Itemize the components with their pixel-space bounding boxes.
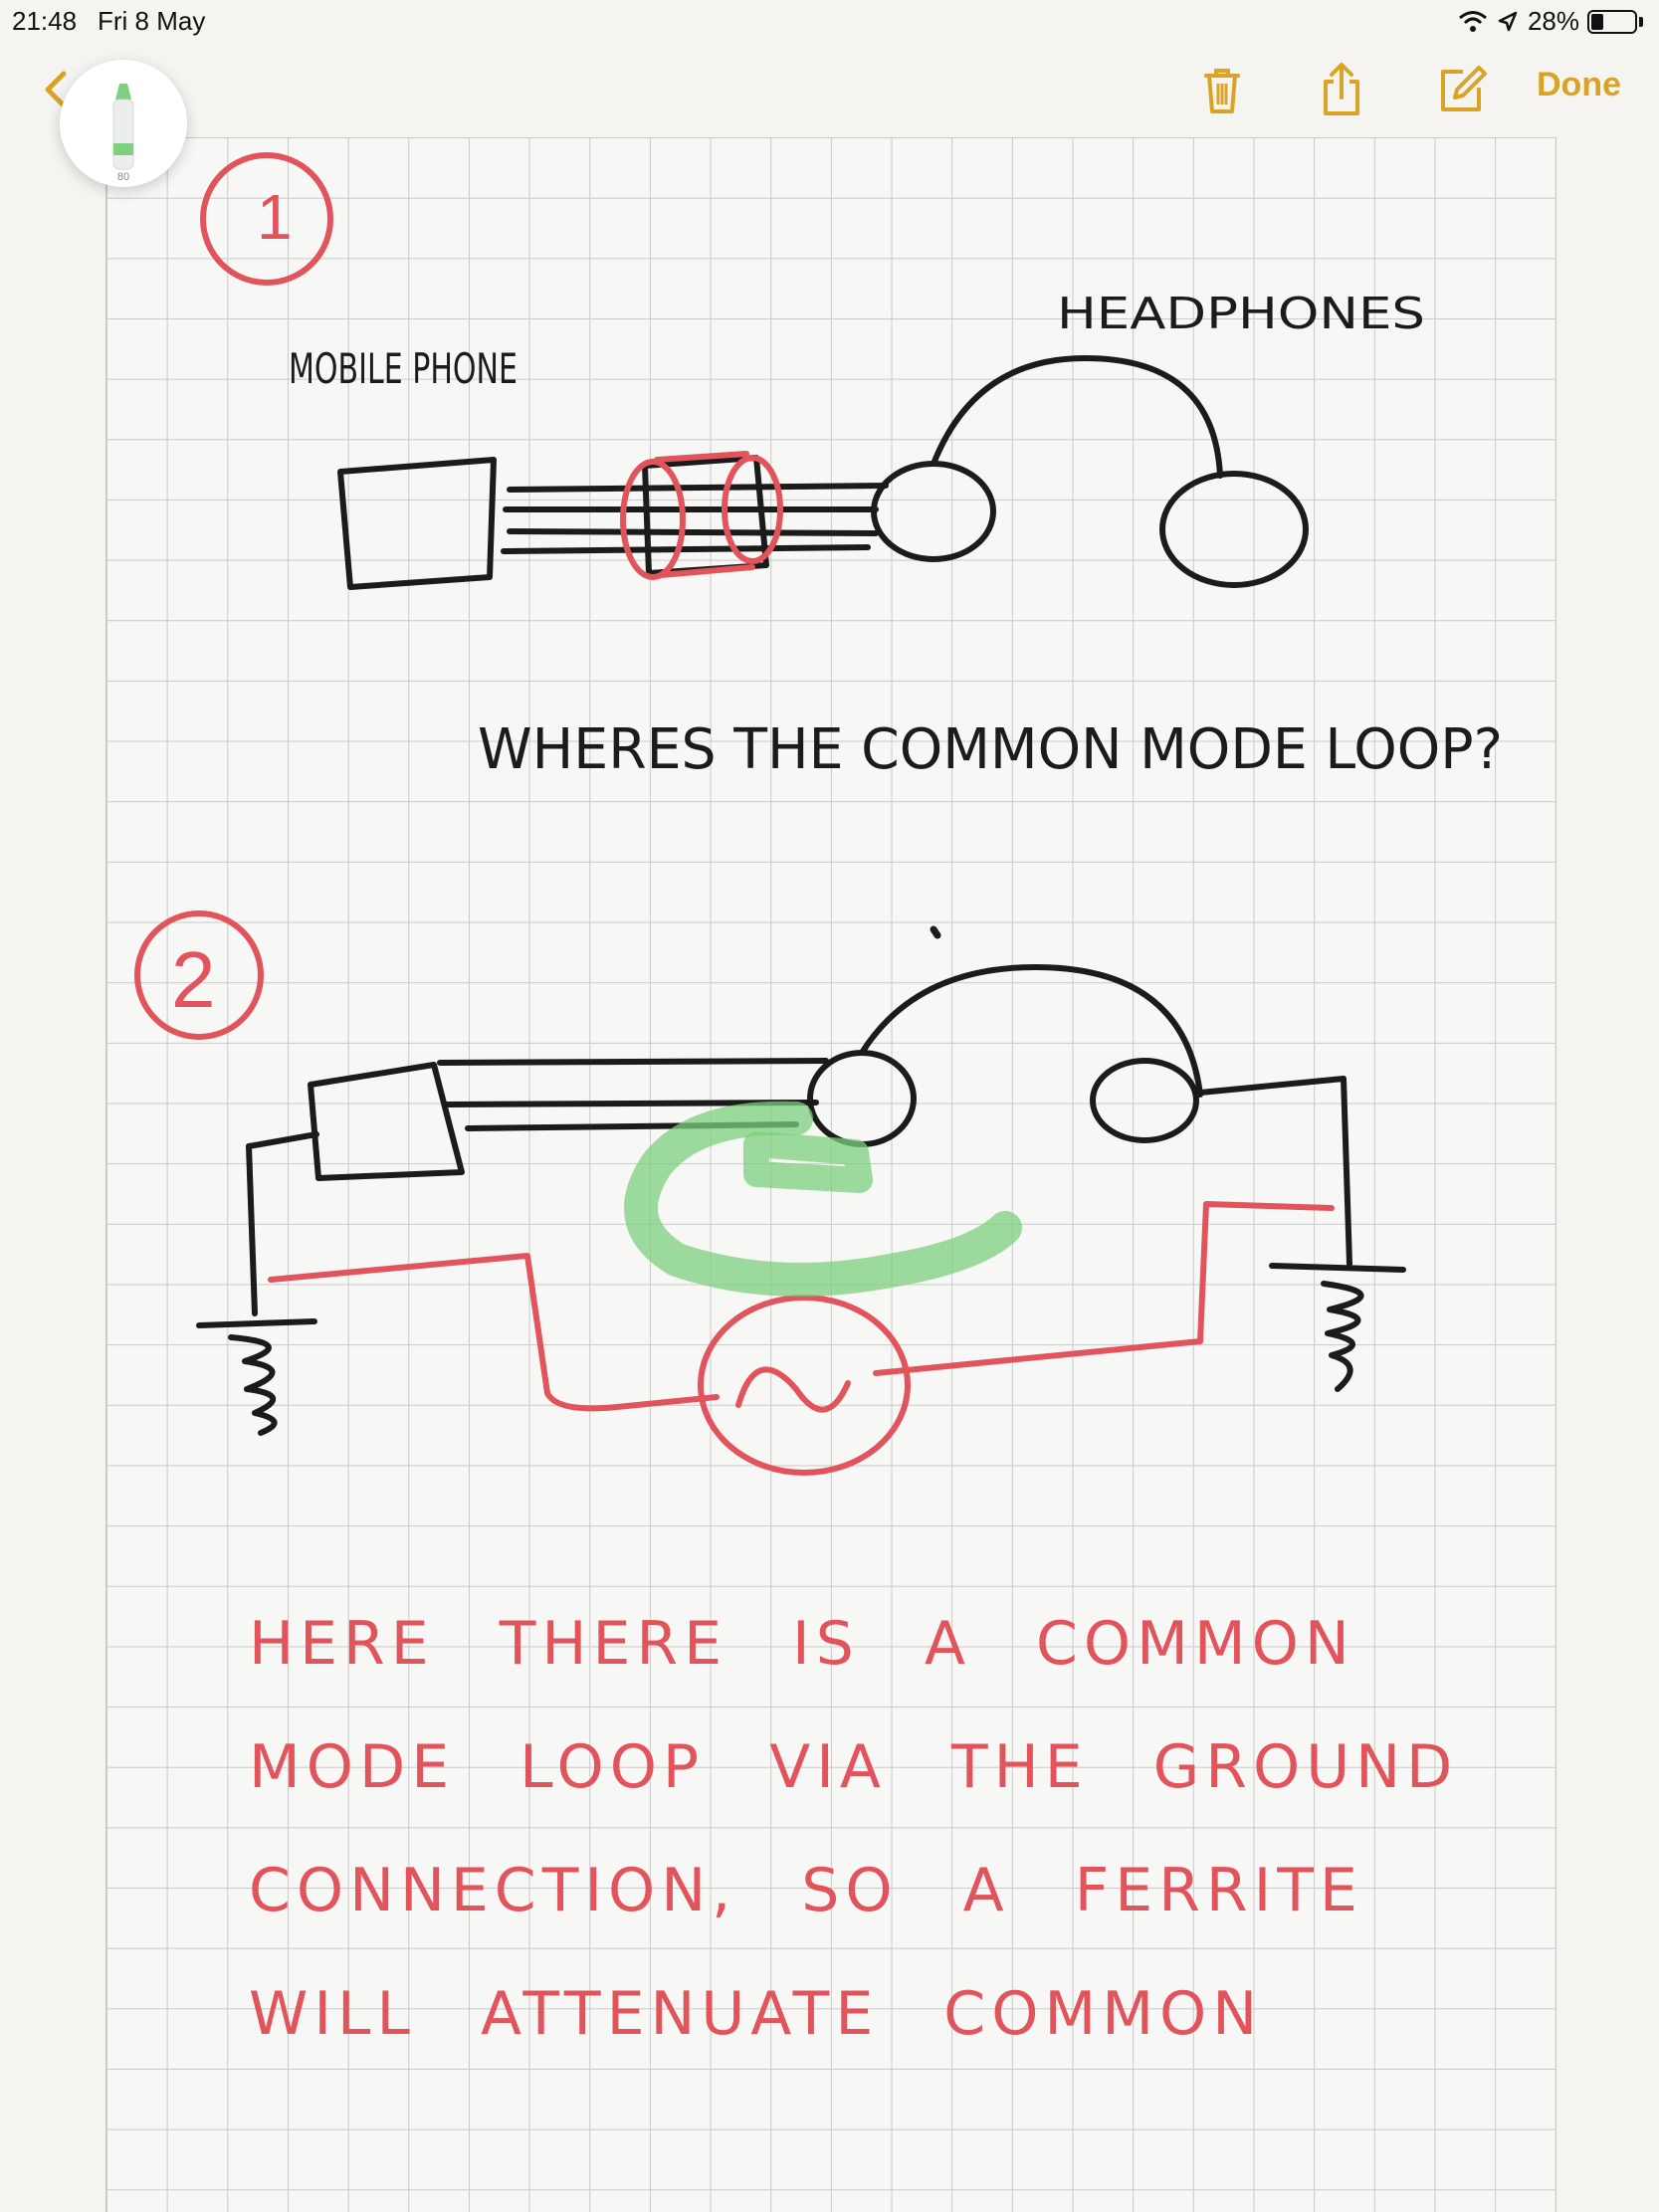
explanation-note: HERE THERE IS A COMMON MODE LOOP VIA THE… <box>249 1609 1459 2049</box>
green-highlight <box>624 1101 1022 1297</box>
explanation-note-container: HERE THERE IS A COMMON MODE LOOP VIA THE… <box>249 1609 1459 2049</box>
question-text: WHERES THE COMMON MODE LOOP? <box>478 717 1503 782</box>
battery-percentage: 28% <box>1527 6 1579 36</box>
status-bar: 21:48 Fri 8 May 28% <box>0 0 1659 40</box>
ac-source <box>698 1295 911 1476</box>
phone-body-2 <box>308 1062 465 1181</box>
headband-1 <box>931 355 1223 479</box>
delete-button[interactable] <box>1194 62 1250 117</box>
headphones-label: HEADPHONES <box>1057 289 1425 339</box>
common-mode-loop <box>268 1201 1335 1476</box>
step-1-marker: 1 <box>200 152 333 286</box>
loop-wire-left <box>268 1253 720 1412</box>
cable-1a <box>507 483 889 493</box>
wifi-icon <box>1458 10 1487 32</box>
question-mark-dot <box>930 925 941 939</box>
step-2-marker: 2 <box>134 910 264 1040</box>
done-button[interactable]: Done <box>1537 66 1621 103</box>
ear-cup-right-2 <box>1090 1058 1199 1143</box>
ear-cup-left-2 <box>807 1050 917 1147</box>
compose-icon <box>1441 66 1487 111</box>
ground-symbol-right <box>1269 1263 1406 1392</box>
status-time: 21:48 <box>12 6 78 36</box>
battery-icon <box>1587 9 1637 34</box>
ferrite-body <box>642 455 769 576</box>
note-toolbar: al Done <box>0 50 1659 129</box>
step-2-number: 2 <box>171 935 216 1024</box>
share-icon <box>1324 63 1359 115</box>
pencil-width-label: 80 <box>116 171 130 183</box>
cable-1c <box>507 528 879 536</box>
share-button[interactable] <box>1314 62 1369 117</box>
status-indicators: 28% <box>1458 6 1643 37</box>
marker-tool-icon <box>112 84 134 170</box>
headband-2 <box>859 964 1203 1098</box>
phone-body-1 <box>337 457 497 590</box>
cable-2a <box>437 1058 829 1066</box>
pencil-tool-palette[interactable]: 80 <box>60 60 187 187</box>
compose-button[interactable] <box>1433 62 1489 117</box>
location-arrow-icon <box>1498 11 1518 31</box>
cable-1d <box>501 544 871 554</box>
diagram-2 <box>196 964 1406 1436</box>
battery-fill <box>1591 13 1603 30</box>
ground-symbol-left <box>196 1318 317 1436</box>
status-date: Fri 8 May <box>98 6 206 36</box>
diagram-1 <box>337 355 1309 590</box>
ferrite-core-1 <box>620 451 783 580</box>
loop-wire-right <box>873 1201 1335 1376</box>
battery-nub <box>1639 16 1643 27</box>
ac-sine <box>735 1366 851 1413</box>
chevron-left-icon <box>45 71 67 108</box>
mobile-phone-label: MOBILE PHONE <box>289 344 518 393</box>
ear-cup-left <box>871 461 996 562</box>
step-1-number: 1 <box>257 181 293 253</box>
ear-cup-right <box>1159 471 1309 588</box>
trash-icon <box>1204 69 1240 113</box>
ground-wire-right <box>1197 1076 1352 1267</box>
ground-wire-left <box>246 1131 319 1316</box>
